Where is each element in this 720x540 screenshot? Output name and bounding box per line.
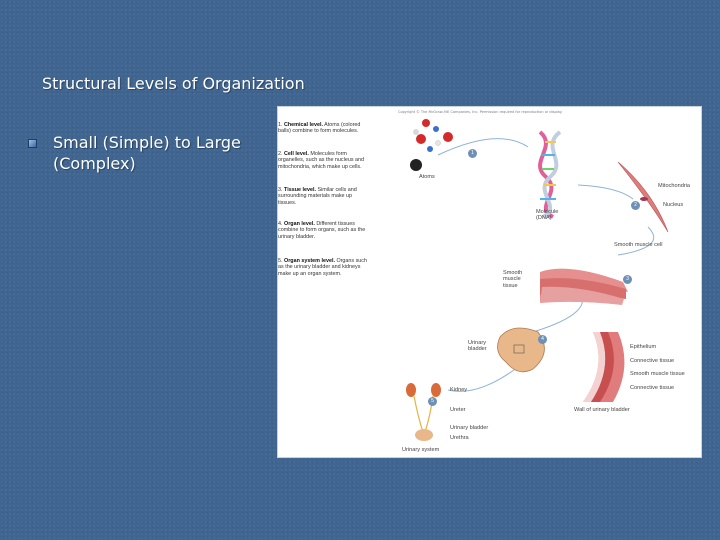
label-kidney: Kidney <box>450 387 467 393</box>
label-connective-tissue-1: Connective tissue <box>630 358 674 364</box>
level-chemical: 1. Chemical level. Atoms (colored balls)… <box>278 122 371 135</box>
step-badge: 2 <box>631 201 640 210</box>
label-ureter: Ureter <box>450 407 466 413</box>
label-urethra: Urethra <box>450 435 469 441</box>
label-wall-of-urinary-bladder: Wall of urinary bladder <box>574 407 630 413</box>
level-organ: 4. Organ level. Different tissues combin… <box>278 221 371 240</box>
label-smooth-muscle-tissue-2: Smooth muscle tissue <box>630 371 685 377</box>
level-cell: 2. Cell level. Molecules form organelles… <box>278 151 371 170</box>
label-epithelium: Epithelium <box>630 344 656 350</box>
bullet-square-icon <box>28 139 37 148</box>
bullet-text: Small (Simple) to Large (Complex) <box>53 132 283 174</box>
urinary-bladder-illustration <box>498 328 545 372</box>
step-badge: 1 <box>468 149 477 158</box>
level-tissue: 3. Tissue level. Similar cells and surro… <box>278 187 371 206</box>
levels-of-organization-figure: Copyright © The McGraw-Hill Companies, I… <box>277 106 702 458</box>
level-organ-system: 5. Organ system level. Organs such as th… <box>278 258 371 277</box>
bullet-item: Small (Simple) to Large (Complex) <box>28 132 283 174</box>
label-urinary-bladder-2: Urinary bladder <box>450 425 488 431</box>
atoms-illustration <box>410 119 453 171</box>
label-urinary-system: Urinary system <box>402 447 439 453</box>
bladder-wall-illustration <box>583 332 624 402</box>
label-molecule: Molecule (DNA) <box>536 209 558 222</box>
urinary-system-illustration <box>406 383 441 441</box>
smooth-muscle-tissue-illustration <box>540 269 628 305</box>
dna-molecule-illustration <box>540 132 560 217</box>
step-badge: 4 <box>538 335 547 344</box>
label-nucleus: Nucleus <box>663 202 683 208</box>
label-smooth-muscle-cell: Smooth muscle cell <box>614 242 663 248</box>
step-badge: 3 <box>623 275 632 284</box>
label-connective-tissue-2: Connective tissue <box>630 385 674 391</box>
label-smooth-muscle-tissue: Smooth muscle tissue <box>503 270 522 289</box>
slide-title: Structural Levels of Organization <box>42 74 305 93</box>
label-mitochondria: Mitochondria <box>658 183 690 189</box>
label-urinary-bladder: Urinary bladder <box>468 340 487 353</box>
step-badge: 5 <box>428 397 437 406</box>
smooth-muscle-cell-illustration <box>618 162 668 232</box>
label-atoms: Atoms <box>419 174 435 180</box>
